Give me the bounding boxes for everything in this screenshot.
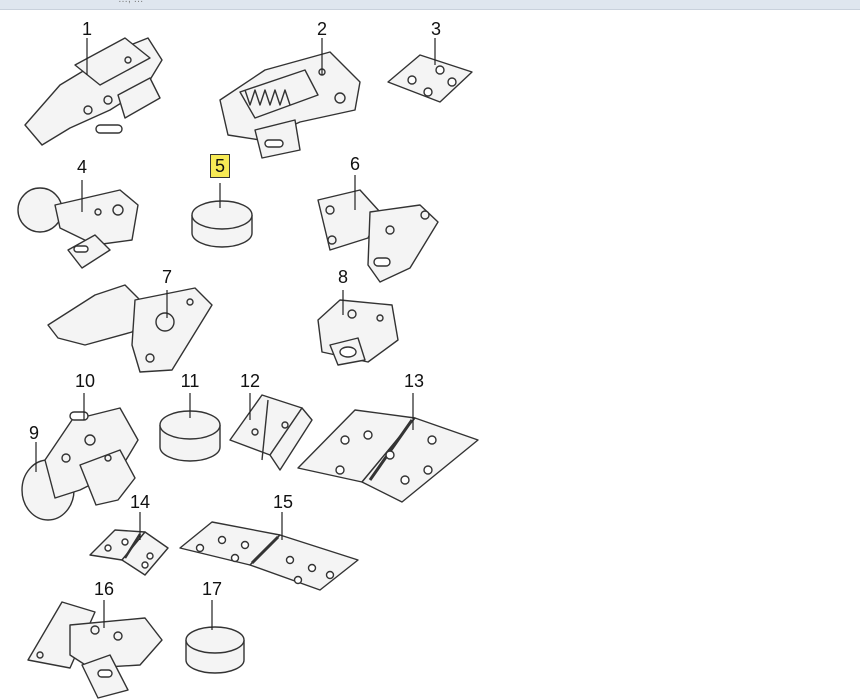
part-5-round-cap[interactable]: [191, 200, 253, 248]
callout-16[interactable]: 16: [93, 579, 115, 599]
callout-12[interactable]: 12: [239, 371, 261, 391]
callout-17[interactable]: 17: [201, 579, 223, 599]
callout-9[interactable]: 9: [28, 423, 39, 443]
top-bar-partial-text: …, …: [118, 0, 144, 5]
part-16-hinge[interactable]: [27, 601, 163, 699]
callout-2[interactable]: 2: [316, 19, 327, 39]
callout-6[interactable]: 6: [349, 154, 360, 174]
callout-15[interactable]: 15: [272, 492, 294, 512]
part-3-mounting-plate[interactable]: [387, 54, 473, 103]
part-11-round-cap[interactable]: [159, 410, 221, 462]
callout-5-highlighted[interactable]: 5: [210, 154, 230, 178]
callout-11[interactable]: 11: [180, 371, 200, 391]
part-4-hinge[interactable]: [17, 187, 139, 269]
callout-13[interactable]: 13: [403, 371, 425, 391]
part-14-small-hinge[interactable]: [89, 529, 169, 576]
callout-1[interactable]: 1: [81, 19, 92, 39]
top-bar: …, …: [0, 0, 860, 10]
part-8-mounting-clip[interactable]: [317, 299, 399, 366]
part-9-10-hinge[interactable]: [21, 407, 139, 521]
part-12-flag-hinge[interactable]: [229, 394, 313, 471]
part-2-spring-hinge[interactable]: [219, 51, 361, 159]
callout-10[interactable]: 10: [74, 371, 96, 391]
callout-8[interactable]: 8: [337, 267, 348, 287]
part-15-long-hinge[interactable]: [179, 521, 359, 591]
callout-7[interactable]: 7: [161, 267, 172, 287]
callout-14[interactable]: 14: [129, 492, 151, 512]
callout-4[interactable]: 4: [76, 157, 87, 177]
callout-3[interactable]: 3: [430, 19, 441, 39]
part-17-round-cap[interactable]: [185, 626, 245, 674]
part-6-hinge[interactable]: [317, 189, 439, 283]
part-1-concealed-hinge[interactable]: [24, 37, 163, 146]
part-13-butt-hinge[interactable]: [297, 409, 479, 503]
part-7-hinge[interactable]: [47, 284, 213, 373]
